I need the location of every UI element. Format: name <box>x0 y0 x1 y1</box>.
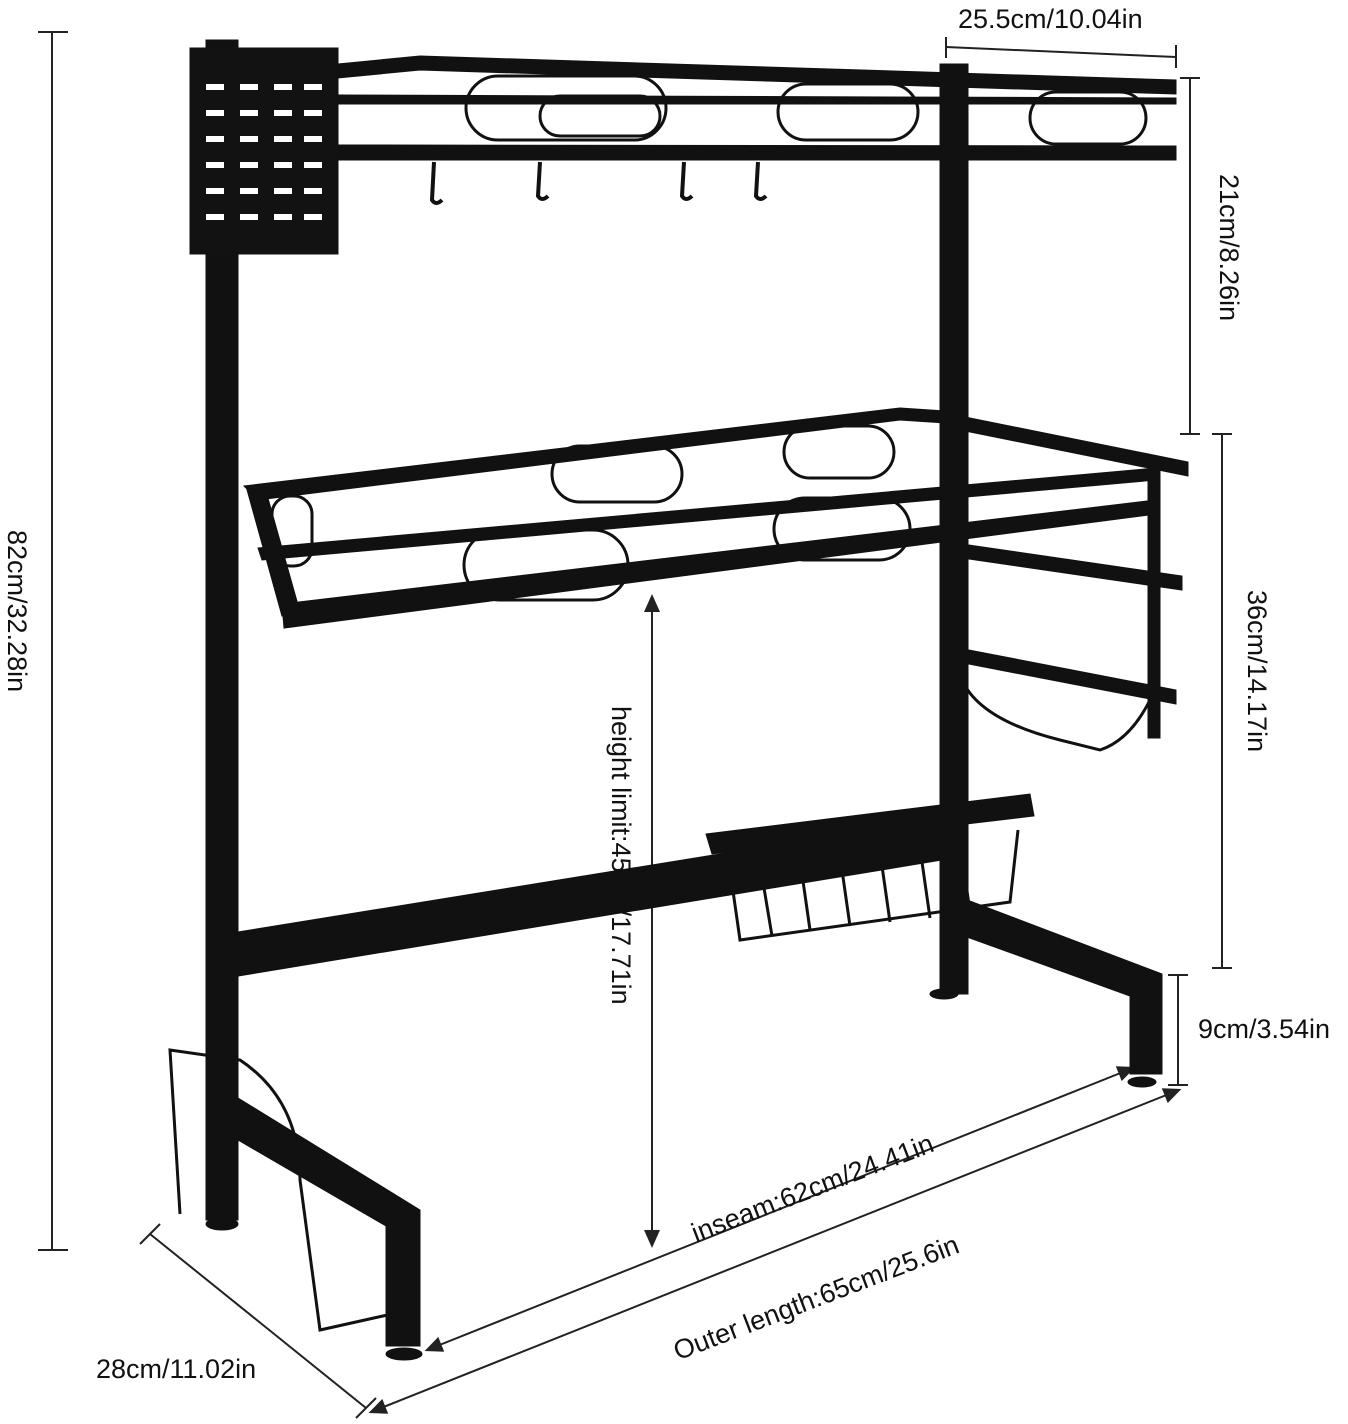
side-rack-height-label: 36cm/14.17in <box>1242 590 1272 753</box>
hooks <box>429 161 768 205</box>
depth-label: 28cm/11.02in <box>96 1354 257 1384</box>
top-shelf-height-label: 21cm/8.26in <box>1214 174 1244 322</box>
utensil-holder-slots <box>206 84 322 220</box>
top-width-label: 25.5cm/10.04in <box>958 4 1143 34</box>
rack-wire-details <box>168 74 1152 1332</box>
height-limit-label: height limit:45cm/17.71in <box>606 706 636 1005</box>
overall-height-label: 82cm/32.28in <box>2 530 32 693</box>
dimension-lines <box>38 31 1232 1419</box>
foot-height-label: 9cm/3.54in <box>1198 1014 1331 1044</box>
rack-frame <box>189 39 1189 1361</box>
